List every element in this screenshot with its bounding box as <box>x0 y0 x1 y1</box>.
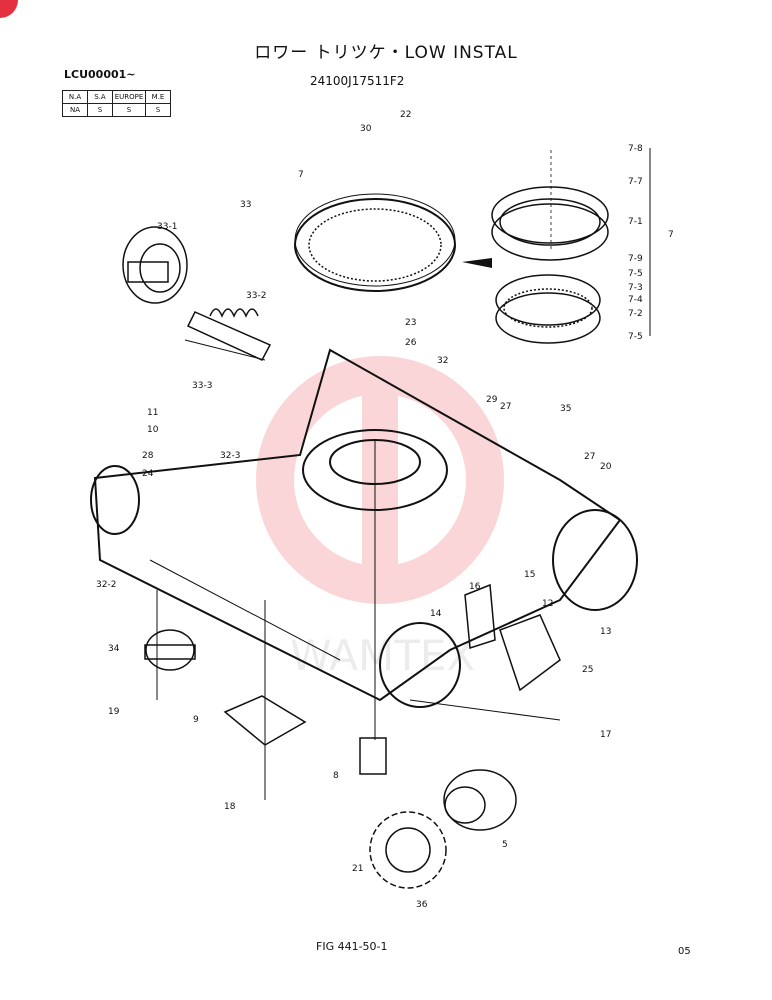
callout-23: 23 <box>405 318 416 328</box>
callout-32-3: 32-3 <box>220 451 240 461</box>
ring-assembly-icon <box>491 150 609 344</box>
callout-16: 16 <box>469 582 481 592</box>
callout-36: 36 <box>416 900 428 910</box>
callout-5: 5 <box>502 840 508 850</box>
callout-35: 35 <box>560 404 571 414</box>
callout-15: 15 <box>524 570 535 580</box>
callout-21: 21 <box>352 864 363 874</box>
part-number: 24100J17511F2 <box>310 74 405 88</box>
callout-34: 34 <box>108 644 120 654</box>
callout-11: 11 <box>147 408 158 418</box>
sprocket-icon <box>369 811 447 889</box>
watermark-text: WAMTEX <box>290 631 475 680</box>
callout-28: 28 <box>142 451 154 461</box>
callout-7-9: 7-9 <box>628 254 643 264</box>
callout-7-8: 7-8 <box>628 144 643 154</box>
figure-number: FIG 441-50-1 <box>316 940 388 953</box>
callout-27b: 27 <box>584 452 595 462</box>
fitting-icon <box>359 737 387 775</box>
callout-22: 22 <box>400 110 411 120</box>
callout-7-5a: 7-5 <box>628 269 643 279</box>
front-idler-icon <box>122 226 188 304</box>
callout-18: 18 <box>224 802 236 812</box>
callout-7-7: 7-7 <box>628 177 643 187</box>
slewing-ring-icon <box>294 193 456 292</box>
callout-7: 7 <box>298 170 304 180</box>
callout-7-2: 7-2 <box>628 309 643 319</box>
page-title: ロワー トリツケ・LOW INSTAL <box>254 43 518 63</box>
serial-range: LCU00001~ <box>64 68 136 81</box>
callout-27a: 27 <box>500 402 511 412</box>
bracket-label-7: 7 <box>668 230 674 240</box>
callout-10: 10 <box>147 425 159 435</box>
callout-7-5b: 7-5 <box>628 332 643 342</box>
callout-30: 30 <box>360 124 372 134</box>
cover-plate-icon <box>464 583 561 692</box>
callout-labels: 30 22 7 7-8 7-7 7-1 7-9 7-5 7-3 7-4 7-2 … <box>96 110 674 910</box>
callout-33-3: 33-3 <box>192 381 212 391</box>
avail-value-sa: S <box>87 103 113 117</box>
callout-29: 29 <box>486 395 498 405</box>
callout-19: 19 <box>108 707 120 717</box>
callout-26: 26 <box>405 338 417 348</box>
callout-33-1: 33-1 <box>157 222 177 232</box>
arrow-icon <box>462 258 492 268</box>
avail-value-me: S <box>145 103 171 117</box>
callout-32-2: 32-2 <box>96 580 116 590</box>
callout-24: 24 <box>142 469 154 479</box>
callout-7-1: 7-1 <box>628 217 643 227</box>
track-roller-icon <box>144 629 196 671</box>
callout-9: 9 <box>193 715 199 725</box>
callout-20: 20 <box>600 462 612 472</box>
availability-table: N.A S.A EUROPE M.E NA S S S <box>62 90 171 117</box>
callout-33: 33 <box>240 200 251 210</box>
leader-lines <box>156 339 561 800</box>
callout-25: 25 <box>582 665 593 675</box>
callout-14: 14 <box>430 609 442 619</box>
callout-17: 17 <box>600 730 611 740</box>
recoil-spring-icon <box>186 308 272 361</box>
callout-12: 12 <box>542 599 553 609</box>
watermark-logo-icon: WAMTEX <box>256 356 504 680</box>
travel-motor-icon <box>443 769 517 831</box>
callout-33-2: 33-2 <box>246 291 266 301</box>
callout-32: 32 <box>437 356 448 366</box>
callout-7-3: 7-3 <box>628 283 643 293</box>
roller-guard-icon <box>223 695 307 746</box>
callout-7-4: 7-4 <box>628 295 643 305</box>
page-number: 05 <box>678 946 691 957</box>
callout-8: 8 <box>333 771 339 781</box>
callout-13: 13 <box>600 627 611 637</box>
